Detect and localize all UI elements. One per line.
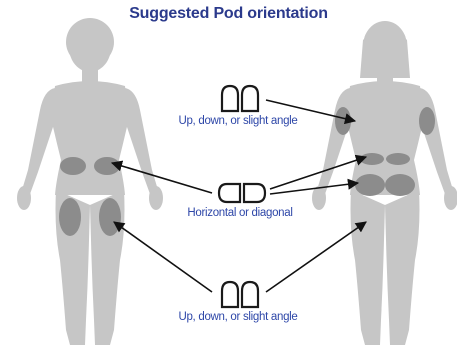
back-lower-back-site-left <box>360 153 384 165</box>
front-thigh-site-right <box>99 198 121 236</box>
front-thigh-site-left <box>59 198 81 236</box>
back-lower-back-site-right <box>386 153 410 165</box>
back-upper-arm-site-left <box>335 107 351 135</box>
label-bottom-orientation: Up, down, or slight angle <box>163 311 313 323</box>
pod-icon-middle <box>219 184 265 202</box>
front-abdomen-site-left <box>60 157 86 175</box>
front-body-figure <box>17 18 163 345</box>
arrow-bottom-to-front-thigh <box>114 222 212 292</box>
front-abdomen-site-right <box>94 157 120 175</box>
label-middle-orientation: Horizontal or diagonal <box>168 207 312 219</box>
arrow-bottom-to-back-thigh <box>266 222 366 292</box>
pod-icon-top <box>222 86 258 111</box>
arrow-middle-to-front-abdomen <box>112 163 212 193</box>
pod-icon-bottom <box>222 282 258 307</box>
back-upper-arm-site-right <box>419 107 435 135</box>
label-top-orientation: Up, down, or slight angle <box>163 115 313 127</box>
back-buttock-site-left <box>355 174 385 196</box>
back-buttock-site-right <box>385 174 415 196</box>
